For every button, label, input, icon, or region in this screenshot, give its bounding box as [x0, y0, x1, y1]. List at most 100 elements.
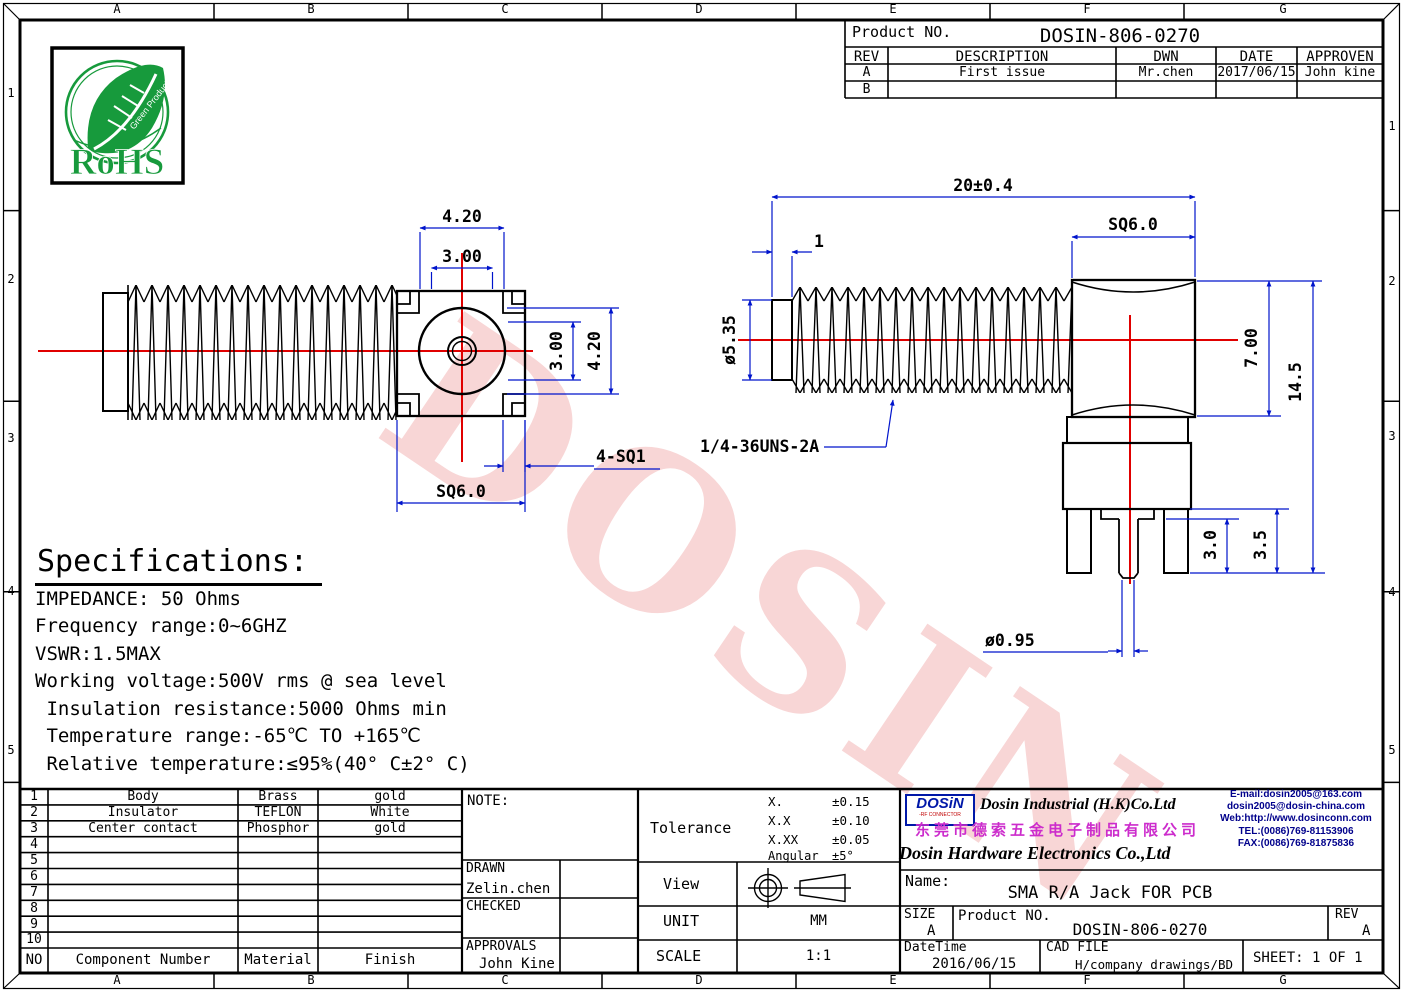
- tolerance-angular-value: ±5°: [832, 849, 854, 863]
- side-view-dims: [742, 194, 1325, 657]
- rev-row-b: B: [862, 82, 871, 97]
- approven-header: APPROVEN: [1306, 49, 1374, 65]
- parts-header-no: NO: [25, 952, 43, 968]
- scale-label: SCALE: [656, 947, 702, 965]
- part-no-5: 5: [30, 853, 38, 868]
- datetime-label: DateTime: [904, 940, 967, 955]
- grid-col-e-bottom: E: [889, 973, 897, 987]
- dim-3.5: 3.5: [1251, 530, 1270, 560]
- datetime-value: 2016/06/15: [932, 956, 1017, 972]
- dim-4-sq1: 4-SQ1: [596, 447, 646, 466]
- size-label: SIZE: [904, 907, 936, 922]
- part-no-6: 6: [30, 869, 38, 884]
- spec-frequency: Frequency range:0~6GHZ: [35, 615, 287, 637]
- rohs-leaf: [87, 64, 165, 154]
- grid-col-d-top: D: [695, 2, 703, 16]
- dim-diameter-5.35: ø5.35: [720, 315, 739, 365]
- dosin-logo-subtext: -RF CONNECTOR: [919, 812, 961, 818]
- dwn-header: DWN: [1153, 49, 1179, 65]
- grid-col-g-bottom: G: [1279, 973, 1287, 987]
- rohs-label: RoHS: [70, 142, 165, 183]
- part-no-2: 2: [30, 805, 38, 820]
- grid-col-b-top: B: [307, 2, 315, 16]
- corner-notches: [397, 291, 525, 416]
- part-no-8: 8: [30, 901, 38, 916]
- dim-20-0.4: 20±0.4: [953, 176, 1013, 195]
- parts-header-component: Component Number: [75, 952, 211, 968]
- side-view-drawing: 20±0.4 1 SQ6.0 ø5.35 1/4-36UNS-2A 7.00 1…: [700, 176, 1325, 657]
- note-label: NOTE:: [467, 793, 510, 809]
- tolerance-xx-label: X.X: [768, 813, 791, 828]
- spec-vswr: VSWR:1.5MAX: [35, 643, 161, 665]
- spec-impedance: IMPEDANCE: 50 Ohms: [35, 588, 241, 610]
- grid-row-2-left: 2: [7, 272, 15, 286]
- grid-col-a-bottom: A: [113, 973, 121, 987]
- grid-row-5-right: 5: [1388, 743, 1396, 757]
- part-material-2: TEFLON: [254, 805, 302, 820]
- company-email-1: E-mail:dosin2005@163.com: [1229, 789, 1363, 800]
- bottom-grid-lines: [20, 787, 1383, 973]
- part-no-9: 9: [30, 917, 38, 932]
- grid-col-d-bottom: D: [695, 973, 703, 987]
- tolerance-x-value: ±0.15: [832, 794, 870, 809]
- checked-label: CHECKED: [466, 899, 521, 914]
- dim-pin-0.95: ø0.95: [985, 631, 1035, 650]
- tolerance-angular-label: Angular: [768, 849, 819, 863]
- rev-header: REV: [853, 49, 880, 65]
- spec-humidity: Relative temperature:≤95%(40° C±2° C): [35, 753, 470, 775]
- dim-3.00-right: 3.00: [547, 331, 566, 371]
- grid-row-5-left: 5: [7, 743, 15, 757]
- view-label: View: [663, 875, 700, 893]
- product-name: SMA R/A Jack FOR PCB: [1007, 883, 1213, 903]
- part-component-3: Center contact: [88, 821, 198, 836]
- part-component-1: Body: [127, 789, 159, 804]
- unit-label: UNIT: [663, 912, 700, 930]
- parts-header-finish: Finish: [364, 952, 416, 968]
- grid-row-3-left: 3: [7, 431, 15, 445]
- company-email-2: dosin2005@dosin-china.com: [1226, 801, 1366, 813]
- dim-3.00-top: 3.00: [442, 247, 482, 266]
- revision-product-label: Product NO.: [852, 23, 952, 41]
- company-contacts: E-mail:dosin2005@163.com dosin2005@dosin…: [1208, 789, 1384, 850]
- dim-sq6.0-side: SQ6.0: [1108, 215, 1158, 234]
- grid-row-4-left: 4: [7, 584, 15, 598]
- grid-row-1-right: 1: [1388, 119, 1396, 133]
- grid-col-a-top: A: [113, 2, 121, 16]
- rev-row-a-approven: John kine: [1304, 65, 1376, 80]
- rohs-logo: Green Product RoHS: [50, 46, 185, 185]
- part-finish-3: gold: [374, 821, 406, 836]
- part-no-1: 1: [30, 789, 38, 804]
- dosin-logo-text: DOSiN: [916, 795, 964, 812]
- drawn-by: Zelin.chen: [466, 881, 551, 897]
- parts-header-material: Material: [244, 952, 312, 968]
- part-material-3: Phosphor: [246, 821, 310, 836]
- part-no-4: 4: [30, 837, 38, 852]
- rev-label: REV: [1335, 907, 1359, 922]
- spec-temperature: Temperature range:-65℃ TO +165℃: [35, 725, 421, 747]
- grid-col-c-top: C: [501, 2, 509, 16]
- company-web: Web:http://www.dosinconn.com: [1220, 813, 1372, 825]
- part-material-1: Brass: [258, 789, 298, 804]
- grid-col-c-bottom: C: [501, 973, 509, 987]
- cad-file-label: CAD FILE: [1046, 940, 1109, 955]
- approved-by: John Kine: [479, 956, 555, 972]
- company-fax: FAX:(0086)769-81875836: [1237, 837, 1355, 849]
- rev-row-a: A: [862, 65, 871, 80]
- grid-col-e-top: E: [889, 2, 897, 16]
- scale-value: 1:1: [805, 948, 832, 964]
- company-name-cn: 东莞市德索五金电子制品有限公司: [915, 821, 1201, 839]
- approvals-label: APPROVALS: [466, 939, 537, 954]
- tolerance-xx-value: ±0.10: [832, 813, 870, 828]
- date-header: DATE: [1239, 49, 1274, 65]
- dim-14.5: 14.5: [1286, 362, 1305, 402]
- tolerance-label: Tolerance: [650, 819, 732, 837]
- grid-row-1-left: 1: [7, 86, 15, 100]
- grid-row-4-right: 4: [1388, 585, 1396, 599]
- unit-value: MM: [810, 913, 827, 929]
- revision-product-no: DOSIN-806-0270: [1039, 25, 1201, 47]
- dim-3.0: 3.0: [1201, 530, 1220, 560]
- part-no-3: 3: [30, 821, 38, 836]
- spec-voltage: Working voltage:500V rms @ sea level: [35, 670, 447, 692]
